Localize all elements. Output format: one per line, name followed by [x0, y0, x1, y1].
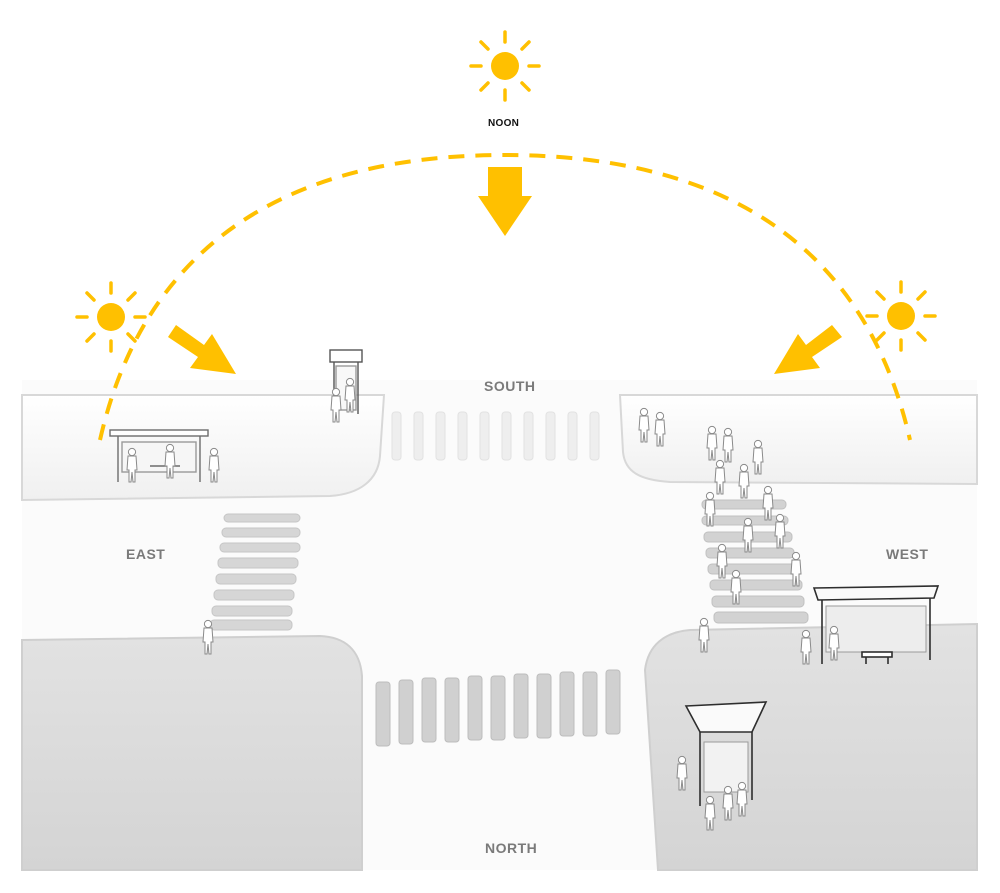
sun-icon	[469, 30, 541, 102]
sun-path-arc	[98, 152, 912, 441]
label-south: SOUTH	[484, 378, 536, 394]
label-west: WEST	[886, 546, 929, 562]
crosswalk-north	[375, 669, 621, 747]
label-east: EAST	[126, 546, 166, 562]
crosswalk-east	[209, 513, 301, 631]
label-north: NORTH	[485, 840, 538, 856]
label-noon: NOON	[488, 118, 520, 129]
sidewalk-southeast	[21, 394, 386, 502]
crosswalk-south	[391, 411, 600, 461]
sidewalk-southwest	[618, 394, 978, 486]
sun-icon	[865, 280, 937, 352]
sidewalk-northeast	[21, 634, 363, 871]
sidewalk-northwest	[643, 622, 978, 871]
sun-icon	[75, 281, 147, 353]
bus-shelter-icon	[812, 585, 940, 664]
arrow-southwest-icon	[774, 325, 842, 374]
arrow-southeast-icon	[168, 325, 236, 374]
arrow-down-icon	[478, 167, 532, 236]
bus-shelter-icon	[109, 429, 209, 482]
